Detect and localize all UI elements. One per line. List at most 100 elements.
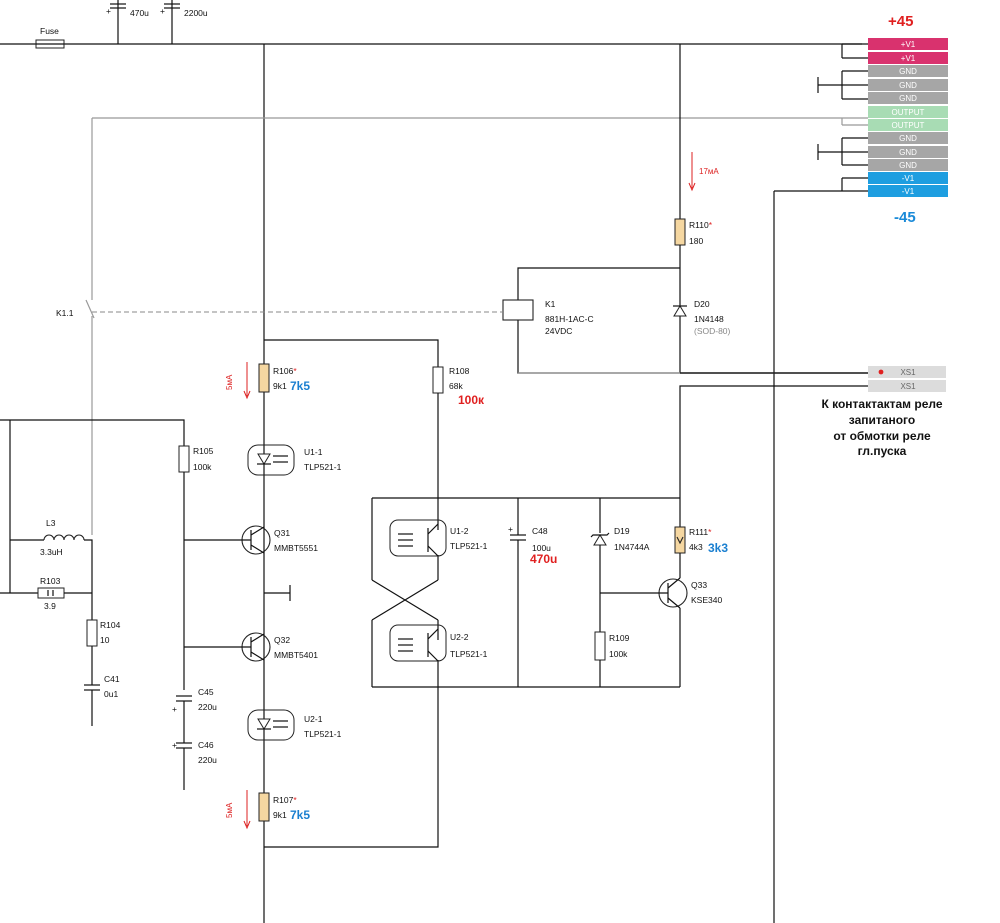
xs1-pin [868,366,946,378]
k1-part: 881H-1AC-C [545,314,594,324]
svg-text:+: + [106,6,111,16]
u1-2-part: TLP521-1 [450,541,488,551]
d20-pkg: (SOD-80) [694,326,731,336]
r106-ref: R106* [273,366,297,376]
l3-value: 3.3uH [40,547,63,557]
pin-label: OUTPUT [892,108,925,117]
connector-pin: GND [868,159,948,171]
c45-value: 220u [198,702,217,712]
r103-value: 3.9 [44,601,56,611]
r104-resistor [86,619,98,647]
r108-value: 68k [449,381,463,391]
svg-text:+: + [172,740,177,750]
q33-part: KSE340 [691,595,722,605]
fuse-label: Fuse [40,26,59,36]
r111-resistor [674,526,686,554]
minus-45-label: -45 [894,209,916,226]
r109-ref: R109 [609,633,630,643]
c46-value: 220u [198,755,217,765]
c41-value: 0u1 [104,689,118,699]
k11-label: K1.1 [56,308,74,318]
d20-ref: D20 [694,299,710,309]
u1-1-ref: U1-1 [304,447,323,457]
k1-coil [502,299,534,321]
r103-ref: R103 [40,576,61,586]
pin-label: GND [899,161,917,170]
r105-value: 100k [193,462,212,472]
q32-part: MMBT5401 [274,650,318,660]
svg-text:+: + [172,704,177,714]
l3-ref: L3 [46,518,56,528]
pin-label: +V1 [901,54,916,63]
q32-transistor [184,632,271,662]
pin-label: GND [899,67,917,76]
r107-current-arrow [243,790,251,830]
connector-pin: -V1 [868,185,948,197]
fuse [35,39,65,49]
r106-current: 5мА [225,374,234,390]
note-line: К контактактам реле [821,397,942,411]
connector-pin: GND [868,79,948,91]
c41-ref: C41 [104,674,120,684]
c48-value: 100u [532,543,551,553]
pin-label: GND [899,94,917,103]
r106-new-value: 7k5 [290,379,310,393]
d19-part: 1N4744A [614,542,650,552]
pin-label: -V1 [902,187,915,196]
r110-resistor [674,218,686,246]
r109-resistor [594,631,606,661]
xs1-label: XS1 [900,382,916,391]
connector-pin: GND [868,146,948,158]
cross-box-wiring [371,497,680,688]
r108-ref: R108 [449,366,470,376]
xs1-label: XS1 [900,368,916,377]
connector-pin: OUTPUT [868,119,948,131]
connector-pin: GND [868,65,948,77]
note-line: от обмотки реле [833,429,931,443]
u1-1-optocoupler [247,444,295,476]
r110-current: 17мА [699,167,719,176]
r104-ref: R104 [100,620,121,630]
top-rail: + + [0,0,862,45]
r111-ref: R111* [689,527,712,537]
d19-ref: D19 [614,526,630,536]
connector-pin: +V1 [868,52,948,64]
q31-transistor [184,525,271,555]
svg-text:+: + [160,6,165,16]
d20-part: 1N4148 [694,314,724,324]
r110-ref: R110* [689,220,713,230]
r106-value: 9k1 [273,381,287,391]
r108-resistor [432,366,444,394]
svg-text:+: + [508,524,513,534]
u2-1-ref: U2-1 [304,714,323,724]
u2-1-part: TLP521-1 [304,729,342,739]
r109-value: 100k [609,649,628,659]
pin-label: GND [899,81,917,90]
c48-new-value: 470u [530,552,557,566]
l3-inductor [43,534,85,541]
r107-resistor [258,792,270,822]
r103-resistor [37,587,65,599]
connector-pin: GND [868,92,948,104]
r110-current-arrow [688,152,696,192]
d19-zener [590,532,610,546]
q31-part: MMBT5551 [274,543,318,553]
r107-current: 5мА [225,802,234,818]
r105-ref: R105 [193,446,214,456]
r111-value: 4k3 [689,542,703,552]
u1-2-phototransistor [389,519,447,557]
connector-pin: OUTPUT [868,106,948,118]
plus-45-label: +45 [888,13,913,30]
u2-1-optocoupler [247,709,295,741]
pin-label: GND [899,148,917,157]
xs1-pin [868,380,946,392]
r110-value: 180 [689,236,703,246]
r105-resistor [178,445,190,473]
u2-2-part: TLP521-1 [450,649,488,659]
q32-ref: Q32 [274,635,290,645]
r108-new-value: 100к [458,393,485,407]
k1-voltage: 24VDC [545,326,572,336]
note-line: запитаного [849,413,915,427]
c45-ref: C45 [198,687,214,697]
